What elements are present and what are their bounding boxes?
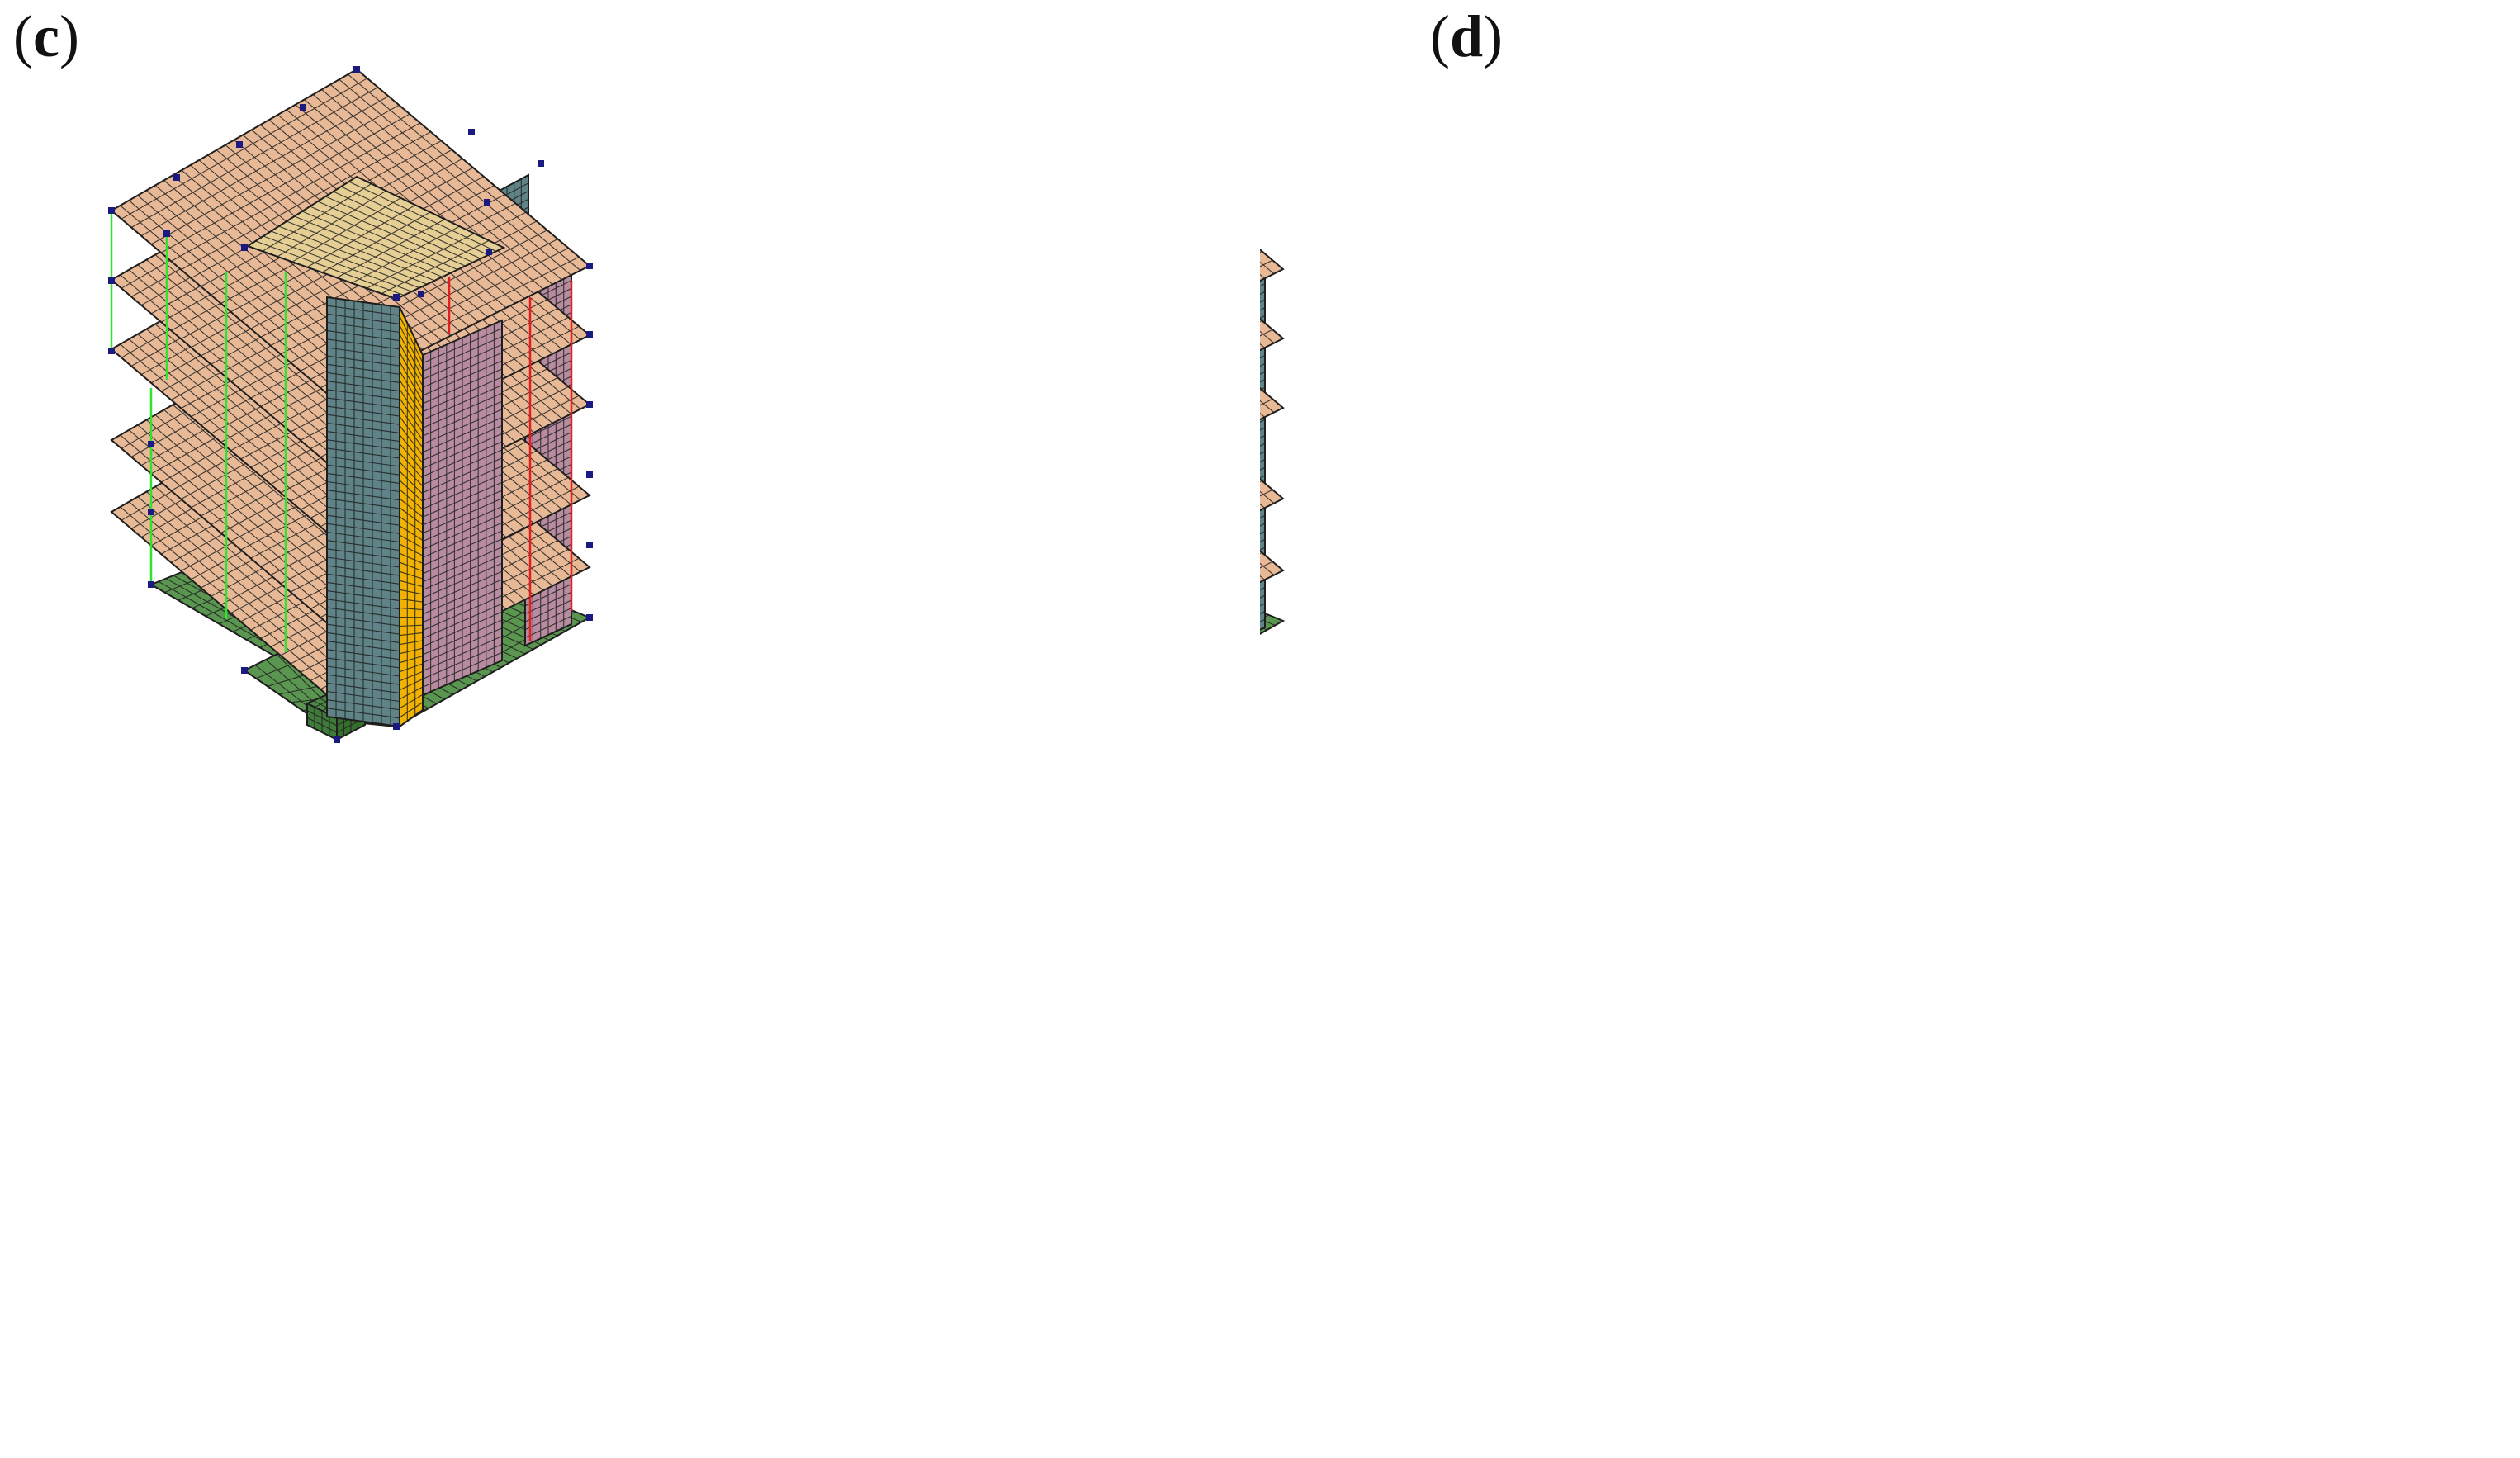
floor-slab-1-face — [1260, 550, 1285, 584]
floor-slab-4 — [1260, 318, 1285, 352]
fe-model-building-c — [108, 66, 593, 743]
node-marker-7 — [300, 104, 306, 111]
panel-label-c: (c) — [13, 3, 79, 69]
core-wall-front-mesh — [422, 324, 503, 692]
node-marker-21 — [586, 331, 593, 338]
core-wall-front — [422, 319, 503, 697]
node-marker-17 — [586, 614, 593, 621]
node-marker-12 — [148, 509, 154, 515]
floor-slab-3-face — [1260, 387, 1285, 421]
node-marker-20 — [586, 401, 593, 408]
panel-d: (d) — [1260, 0, 2520, 1458]
node-marker-24 — [486, 249, 492, 255]
node-marker-16 — [393, 723, 400, 730]
core-shear-wall-left — [326, 296, 400, 728]
building — [108, 66, 593, 743]
node-marker-15 — [334, 736, 340, 743]
floor-slab-2 — [1260, 478, 1285, 512]
node-marker-13 — [148, 581, 154, 588]
node-marker-14 — [241, 667, 248, 674]
floor-slab-4-face — [1260, 318, 1285, 352]
node-marker-8 — [468, 129, 475, 135]
node-marker-11 — [148, 441, 154, 447]
node-marker-18 — [586, 542, 593, 548]
node-marker-4 — [108, 277, 115, 284]
node-marker-5 — [108, 348, 115, 354]
stair-wall — [399, 306, 424, 728]
panel-c: (c) — [13, 3, 593, 743]
building-d-offset — [1260, 249, 1286, 635]
core-shear-wall-left-mesh — [326, 298, 400, 726]
panel-label-d: (d) — [1430, 3, 1504, 69]
node-marker-26 — [484, 199, 490, 206]
floor-slab-5 — [1260, 249, 1285, 282]
node-marker-22 — [393, 294, 400, 301]
node-marker-6 — [163, 230, 170, 237]
roof-core-region-mesh — [255, 181, 496, 296]
node-marker-19 — [586, 471, 593, 478]
node-marker-0 — [108, 207, 115, 214]
node-marker-1 — [353, 66, 360, 73]
roof-core-region — [245, 175, 506, 301]
floor-slab-3 — [1260, 387, 1285, 421]
fe-model-building-d — [1260, 249, 1286, 635]
node-marker-9 — [236, 141, 243, 148]
pile-cap-side-left-mesh — [306, 707, 338, 736]
node-marker-23 — [418, 291, 424, 297]
right-infill-wall — [1260, 274, 1266, 631]
node-marker-25 — [241, 244, 248, 251]
floor-slab-2-face — [1260, 478, 1285, 512]
node-marker-2 — [538, 160, 544, 167]
stair-wall-mesh — [399, 315, 424, 722]
floor-slab-1 — [1260, 550, 1285, 584]
building — [1260, 249, 1286, 635]
node-marker-10 — [173, 174, 180, 181]
node-marker-3 — [586, 263, 593, 269]
floor-slab-5-face — [1260, 249, 1285, 282]
